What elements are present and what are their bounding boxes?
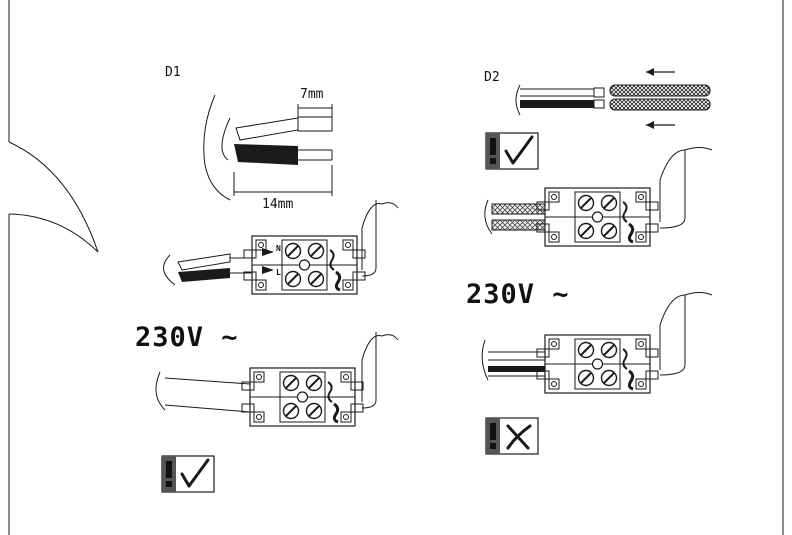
terminal-mark-live: L [276, 268, 281, 277]
d2-terminal-block-sleeved [484, 147, 713, 248]
panel-label-d2: D2 [484, 70, 500, 85]
d1-terminal-block-1 [163, 200, 399, 296]
warning-correct-icon [485, 132, 539, 170]
warning-wrong-icon [485, 417, 539, 455]
voltage-label-left: 230V ~ [135, 322, 239, 353]
warning-correct-icon [161, 455, 215, 493]
d2-terminal-block-unsleeved [481, 292, 713, 395]
d1-stripped-cable [203, 94, 333, 201]
voltage-label-right: 230V ~ [466, 279, 570, 310]
panel-label-d1: D1 [165, 65, 181, 80]
d2-cable-sleeves [515, 68, 711, 129]
dimension-sheath-length: 14mm [262, 197, 294, 212]
d1-terminal-block-2 [155, 332, 399, 428]
terminal-mark-neutral: N [276, 244, 281, 253]
dimension-strip-length: 7mm [300, 87, 324, 102]
